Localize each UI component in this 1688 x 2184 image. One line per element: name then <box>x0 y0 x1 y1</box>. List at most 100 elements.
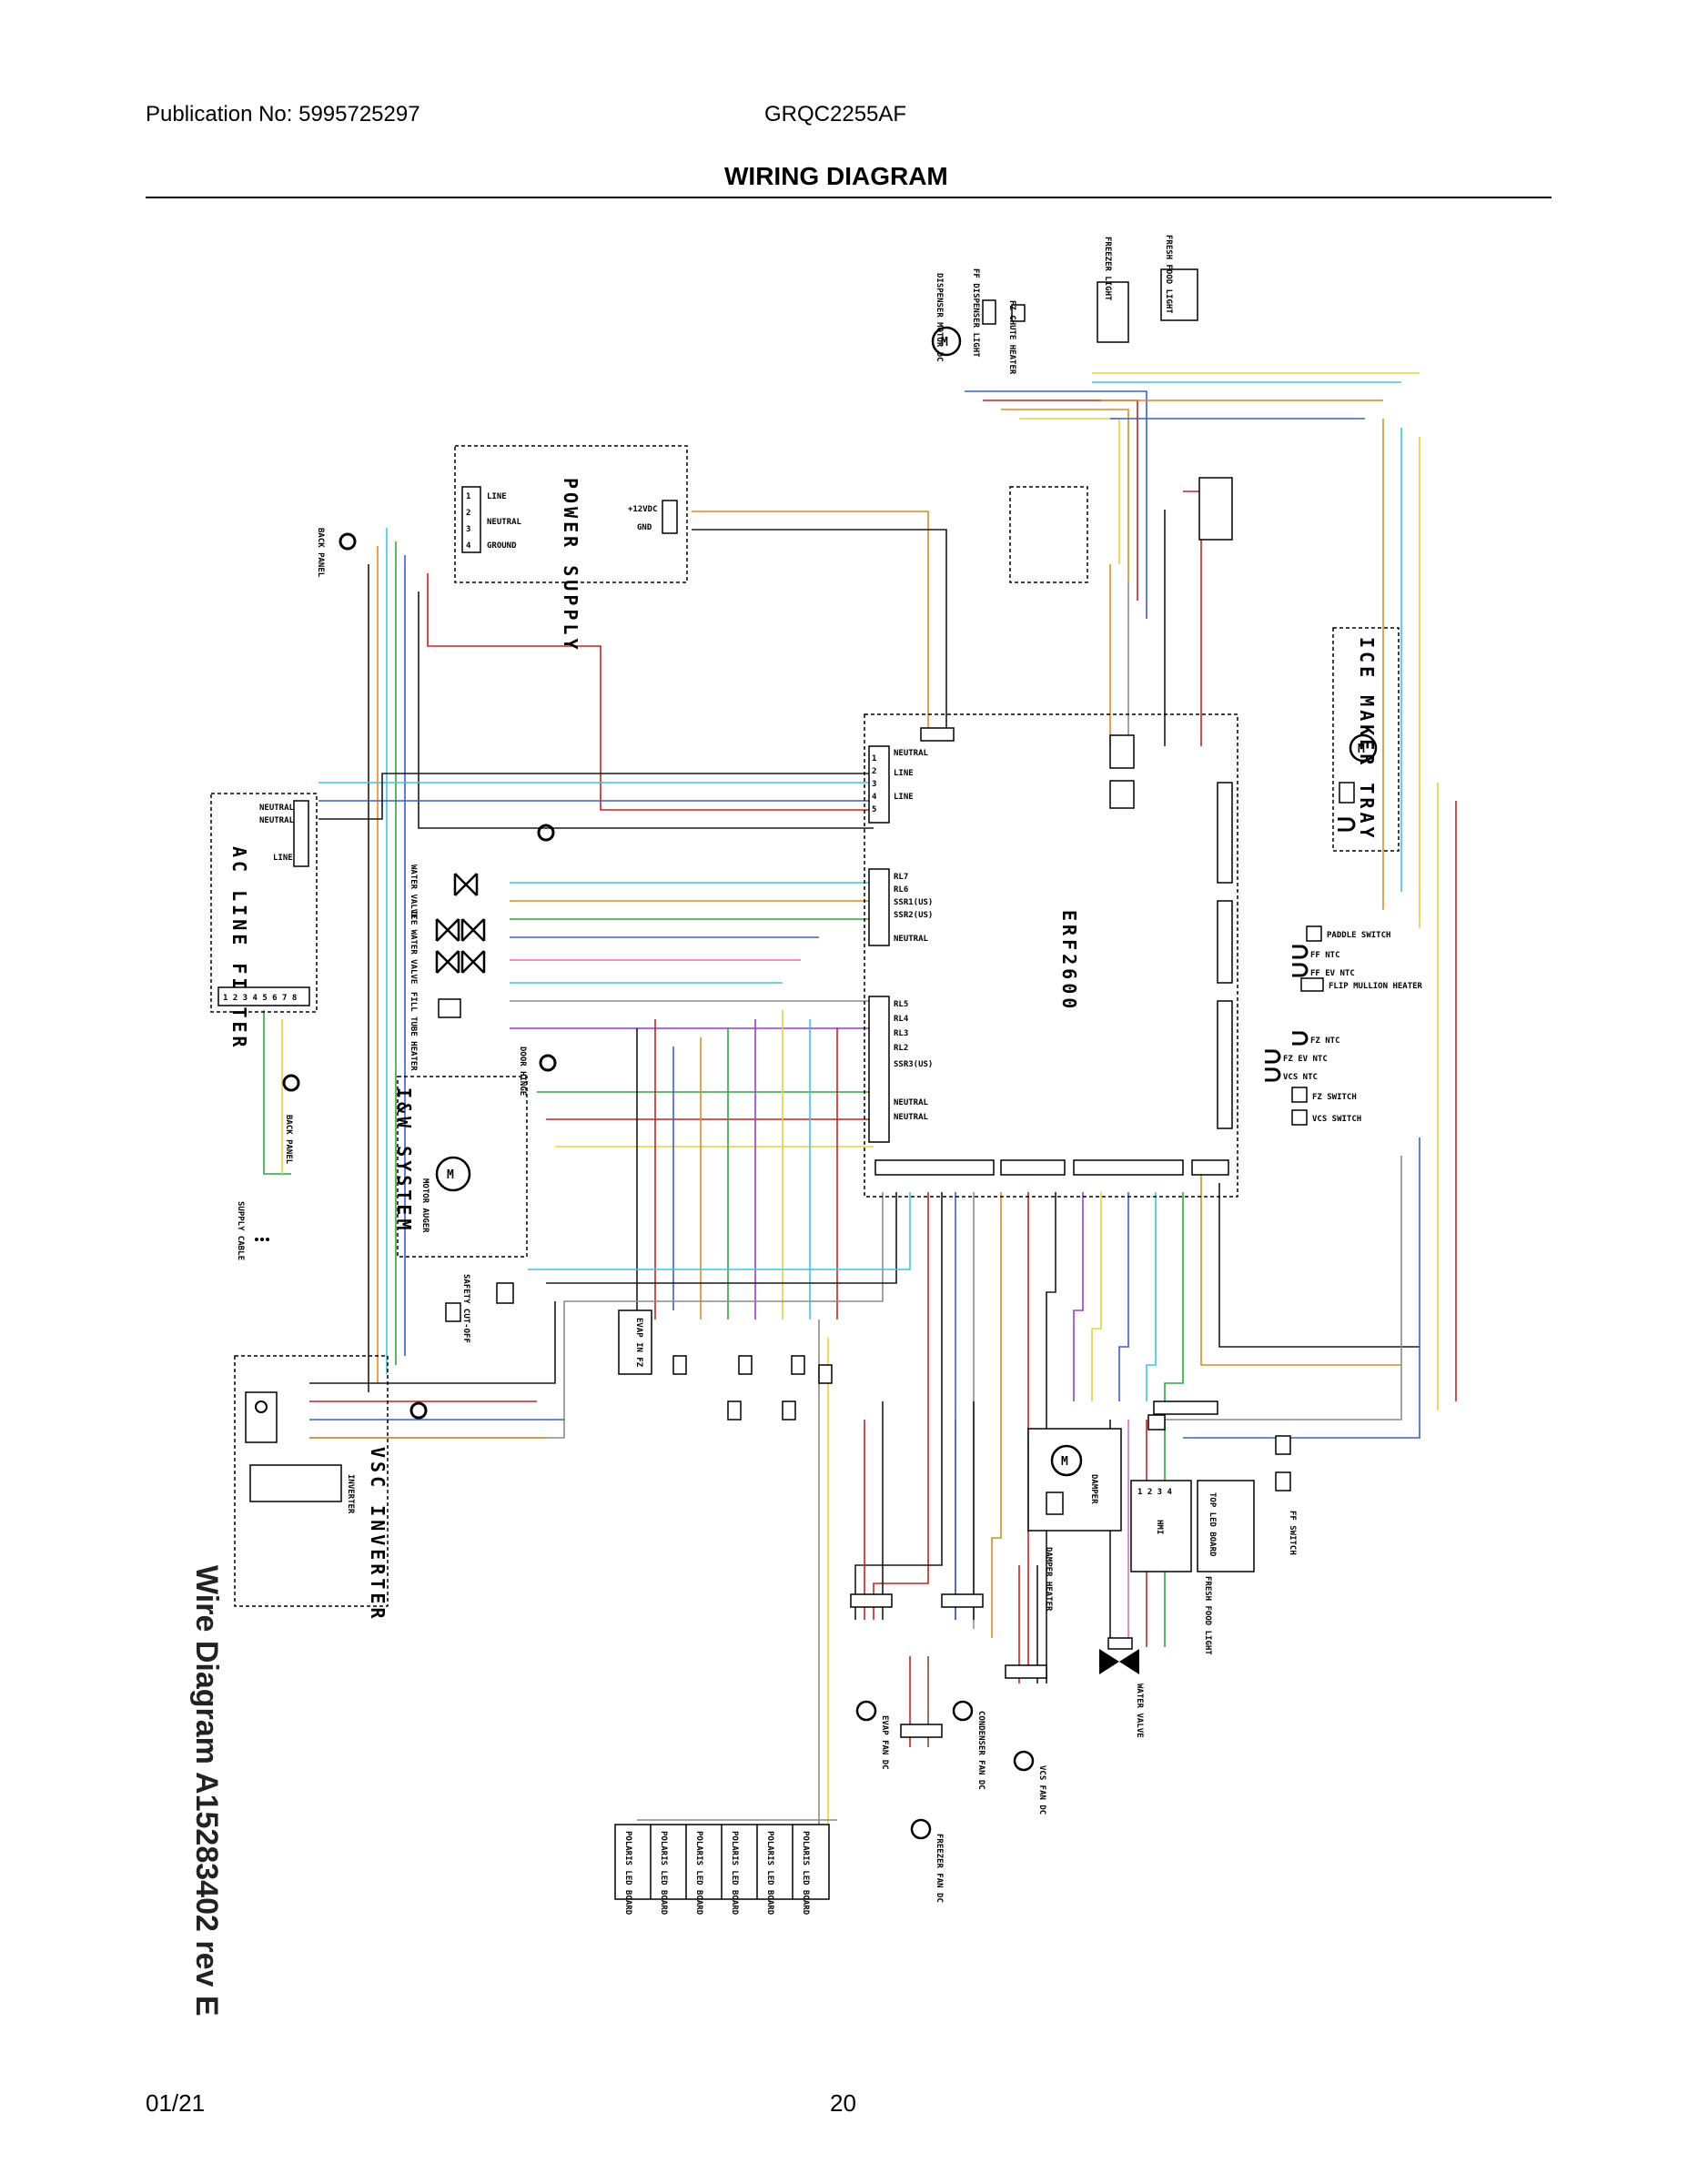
board-pin-rl4: RL4 <box>894 1015 909 1024</box>
board-pin-ssr3: SSR3(US) <box>894 1060 933 1069</box>
evap-fan-label: EVAP FAN DC <box>880 1715 889 1770</box>
safety-cutoff-label: SAFETY CUT-OFF <box>461 1274 470 1343</box>
inverter-sub-label: INVERTER <box>346 1474 355 1514</box>
svg-text:M: M <box>447 1168 454 1182</box>
filter-pin-line: LINE <box>273 854 293 863</box>
ff-switch-label: FF SWITCH <box>1288 1511 1297 1555</box>
damper-label: DAMPER <box>1089 1474 1098 1504</box>
main-board-label: ERF2600 <box>1058 910 1080 1012</box>
dispenser-motor-label: DISPENSER MOTOR DC <box>935 273 944 362</box>
fz-chute-heater-label: FZ CHUTE HEATER <box>1007 300 1016 375</box>
top-led-board-label: TOP LED BOARD <box>1208 1492 1217 1557</box>
vcs-switch-label: VCS SWITCH <box>1312 1115 1361 1124</box>
board-pin-neutral-d: NEUTRAL <box>894 1113 929 1122</box>
footer-date: 01/21 <box>146 2089 206 2117</box>
ps-pin-neutral: NEUTRAL <box>487 518 522 527</box>
led-board-2: POLARIS LED BOARD <box>659 1831 668 1916</box>
board-pin-ssr2: SSR2(US) <box>894 911 933 920</box>
evap-in-fz-label: EVAP IN FZ <box>634 1318 643 1368</box>
top-loads: M DISPENSER MOTOR DC FF DISPENSER LIGHT … <box>931 235 1233 583</box>
evap-in-fz: EVAP IN FZ <box>618 1309 833 1421</box>
vsc-inverter: VSC INVERTER INVERTER <box>234 1355 428 1623</box>
board-pin-neutral-a: NEUTRAL <box>894 749 929 758</box>
led-boards: POLARIS LED BOARD POLARIS LED BOARD POLA… <box>614 1824 830 1916</box>
motor-auger-label: MOTOR AUGER <box>420 1178 430 1233</box>
svg-text:M: M <box>941 336 948 349</box>
publication-number: Publication No: 5995725297 <box>146 102 420 126</box>
svg-text:1: 1 <box>872 754 876 763</box>
back-panel-ground-top: BACK PANEL <box>316 528 357 578</box>
led-board-1: POLARIS LED BOARD <box>623 1831 632 1916</box>
ff-dispenser-light-label: FF DISPENSER LIGHT <box>971 268 980 358</box>
svg-text:M: M <box>1061 1455 1068 1469</box>
led-board-5: POLARIS LED BOARD <box>765 1831 774 1916</box>
supply-cable-label: SUPPLY CABLE <box>236 1201 245 1260</box>
damper: M DAMPER DAMPER HEATER <box>1027 1428 1122 1612</box>
power-supply-label: POWER SUPPLY <box>560 478 581 653</box>
freezer-light-label: FREEZER LIGHT <box>1103 237 1112 301</box>
board-pin-rl7: RL7 <box>894 873 908 882</box>
damper-heater-label: DAMPER HEATER <box>1044 1547 1053 1612</box>
power-supply: 1 2 3 4 LINE NEUTRAL GROUND POWER SUPPLY… <box>454 445 688 653</box>
vcs-ntc-label: VCS NTC <box>1283 1073 1318 1082</box>
svg-text:5: 5 <box>872 805 876 814</box>
ps-out-12v: +12VDC <box>628 505 658 514</box>
door-hinge-label: DOOR HINGE <box>518 1046 527 1096</box>
fresh-food-light-label: FRESH FOOD LIGHT <box>1164 235 1173 314</box>
vcs-fan-label: VCS FAN DC <box>1037 1765 1046 1815</box>
svg-text:3: 3 <box>466 525 470 534</box>
footer-page-number: 20 <box>830 2089 856 2117</box>
board-pin-line-a: LINE <box>894 769 914 778</box>
right-sensors: PADDLE SWITCH FF NTC FF EV NTC FLIP MULL… <box>1265 925 1423 1126</box>
ff-ntc-label: FF NTC <box>1310 951 1340 960</box>
supply-cable: BACK PANEL SUPPLY CABLE <box>236 1074 300 1260</box>
main-control-board: ERF2600 1 2 3 4 5 NEUTRAL LINE LINE RL7 RL… <box>864 713 1238 1198</box>
ps-pin-ground: GROUND <box>487 541 517 551</box>
svg-text:2: 2 <box>466 509 470 518</box>
svg-text:4: 4 <box>466 541 471 551</box>
led-board-4: POLARIS LED BOARD <box>730 1831 739 1916</box>
water-valve-label: WATER VALVE <box>409 864 418 919</box>
board-pin-rl3: RL3 <box>894 1029 908 1038</box>
svg-text:3: 3 <box>872 780 876 789</box>
ac-line-filter-label: AC LINE FILTER <box>228 846 250 1051</box>
vsc-inverter-label: VSC INVERTER <box>367 1447 389 1623</box>
svg-text:1 2 3 4: 1 2 3 4 <box>1137 1488 1173 1497</box>
fz-ev-ntc-label: FZ EV NTC <box>1283 1055 1328 1064</box>
board-pin-rl6: RL6 <box>894 885 908 895</box>
filter-pin-neutral-1: NEUTRAL <box>259 804 295 813</box>
svg-text:1 2 3 4 5 6 7 8: 1 2 3 4 5 6 7 8 <box>223 994 297 1003</box>
svg-text:2: 2 <box>872 767 876 776</box>
filter-pin-neutral-2: NEUTRAL <box>259 816 295 825</box>
iw-system-label: I&W SYSTEM <box>393 1087 415 1233</box>
diagram-revision: Wire Diagram A15283402 rev E <box>189 1565 224 2017</box>
board-pin-ssr1: SSR1(US) <box>894 898 933 907</box>
right-light-label: FRESH FOOD LIGHT <box>1203 1576 1212 1655</box>
fz-ntc-label: FZ NTC <box>1310 1036 1340 1046</box>
model-number: GRQC2255AF <box>764 102 907 126</box>
title-divider <box>146 197 1552 198</box>
ice-maker-label: ICE MAKER TRAY <box>1356 637 1378 842</box>
ps-pin-line: LINE <box>487 492 507 501</box>
ps-out-gnd: GND <box>637 523 652 532</box>
wire-bundle <box>263 372 1457 1829</box>
board-pin-rl5: RL5 <box>894 1000 908 1009</box>
board-pin-line-b: LINE <box>894 793 914 802</box>
back-panel-lower-label: BACK PANEL <box>284 1115 293 1165</box>
water-valves: WATER VALVE ICE WATER VALVE FILL TUBE HE… <box>409 824 557 1096</box>
board-pin-rl2: RL2 <box>894 1044 908 1053</box>
fz-switch-label: FZ SWITCH <box>1312 1093 1357 1102</box>
flip-mullion-heater-label: FLIP MULLION HEATER <box>1329 982 1423 991</box>
page-title: WIRING DIAGRAM <box>724 162 948 190</box>
ice-water-valve-label: ICE WATER VALVE <box>409 910 418 984</box>
svg-text:4: 4 <box>872 793 877 802</box>
board-pin-neutral-c: NEUTRAL <box>894 1098 929 1107</box>
hmi-block: 1 2 3 4 HMI TOP LED BOARD FRESH FOOD LIG… <box>1130 1400 1297 1655</box>
condenser-fan-label: CONDENSER FAN DC <box>976 1711 986 1790</box>
freezer-fan-label: FREEZER FAN DC <box>935 1834 944 1903</box>
bottom-water-valve-label: WATER VALVE <box>1135 1684 1144 1738</box>
back-panel-label: BACK PANEL <box>316 528 325 578</box>
ac-line-filter: NEUTRAL NEUTRAL LINE AC LINE FILTER 1 2 … <box>210 793 318 1051</box>
ice-maker-tray: ICE MAKER TRAY M <box>1332 627 1400 852</box>
